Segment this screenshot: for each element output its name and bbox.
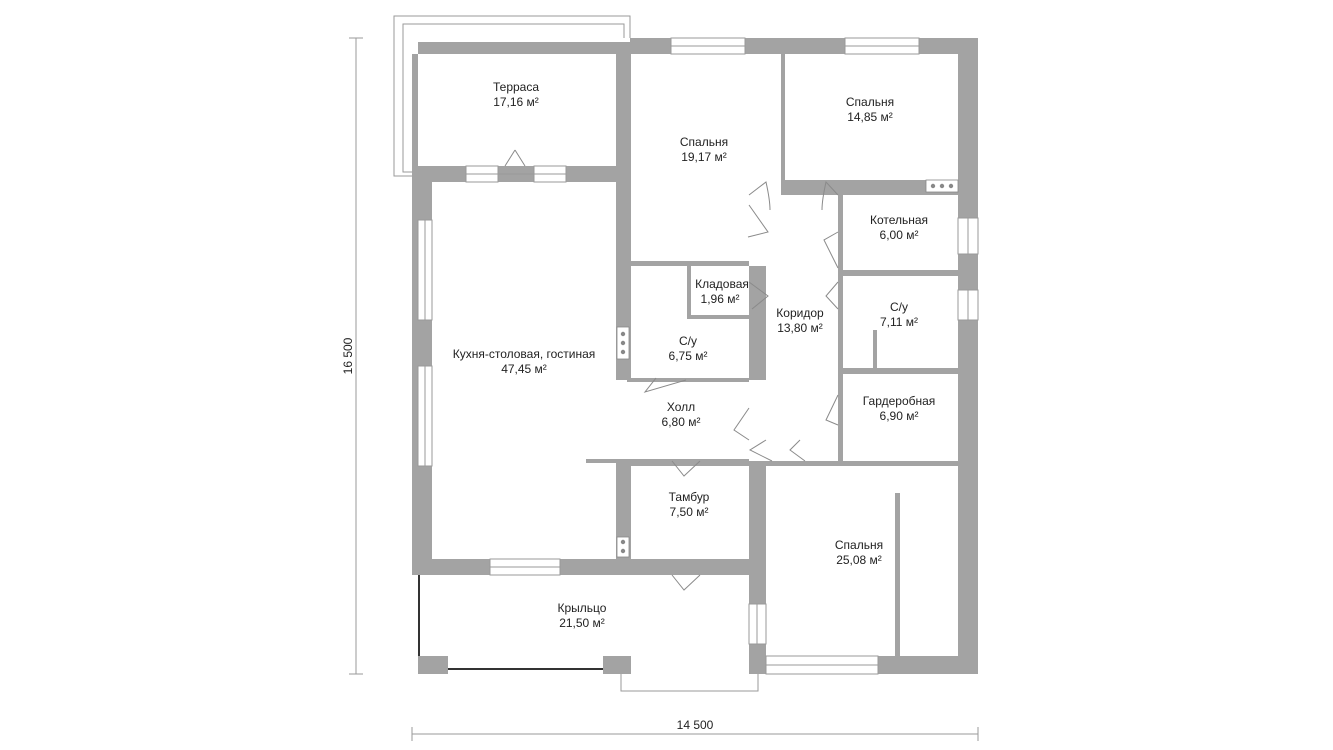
room-name-boiler-room: Котельная	[870, 213, 928, 227]
room-area-bathroom-1: 7,11 м²	[880, 315, 918, 329]
room-area-porch: 21,50 м²	[559, 616, 605, 630]
room-area-boiler-room: 6,00 м²	[880, 228, 919, 242]
room-name-corridor: Коридор	[776, 306, 824, 320]
room-name-porch: Крыльцо	[558, 601, 607, 615]
room-labels: Терраса 17,16 м² Спальня 19,17 м² Спальн…	[453, 80, 936, 630]
room-name-hall: Холл	[667, 400, 695, 414]
room-area-terrace: 17,16 м²	[493, 95, 539, 109]
height-dimension-label: 16 500	[341, 337, 355, 374]
room-area-vestibule: 7,50 м²	[670, 505, 709, 519]
fixtures	[616, 179, 959, 558]
room-name-vestibule: Тамбур	[669, 490, 710, 504]
room-area-wardrobe: 6,90 м²	[880, 409, 919, 423]
room-area-bedroom-1: 19,17 м²	[681, 150, 727, 164]
room-area-kitchen-living: 47,45 м²	[501, 362, 547, 376]
room-name-bedroom-3: Спальня	[835, 538, 883, 552]
windows	[412, 37, 979, 675]
room-name-bathroom-2: С/у	[679, 334, 697, 348]
room-name-bedroom-2: Спальня	[846, 95, 894, 109]
room-area-bedroom-3: 25,08 м²	[836, 553, 882, 567]
height-dimension: 16 500	[341, 37, 363, 675]
room-area-hall: 6,80 м²	[662, 415, 701, 429]
room-area-bedroom-2: 14,85 м²	[847, 110, 893, 124]
room-area-pantry: 1,96 м²	[701, 292, 740, 306]
room-name-pantry: Кладовая	[695, 277, 749, 291]
width-dimension: 14 500	[411, 718, 979, 741]
room-name-kitchen-living: Кухня-столовая, гостиная	[453, 347, 596, 361]
entrance-fixture	[616, 536, 630, 558]
width-dimension-label: 14 500	[677, 718, 714, 732]
room-area-bathroom-2: 6,75 м²	[669, 349, 708, 363]
room-name-bathroom-1: С/у	[890, 300, 908, 314]
room-name-wardrobe: Гардеробная	[863, 394, 936, 408]
doors	[504, 149, 839, 591]
room-name-bedroom-1: Спальня	[680, 135, 728, 149]
room-name-terrace: Терраса	[493, 80, 539, 94]
room-area-corridor: 13,80 м²	[777, 321, 823, 335]
